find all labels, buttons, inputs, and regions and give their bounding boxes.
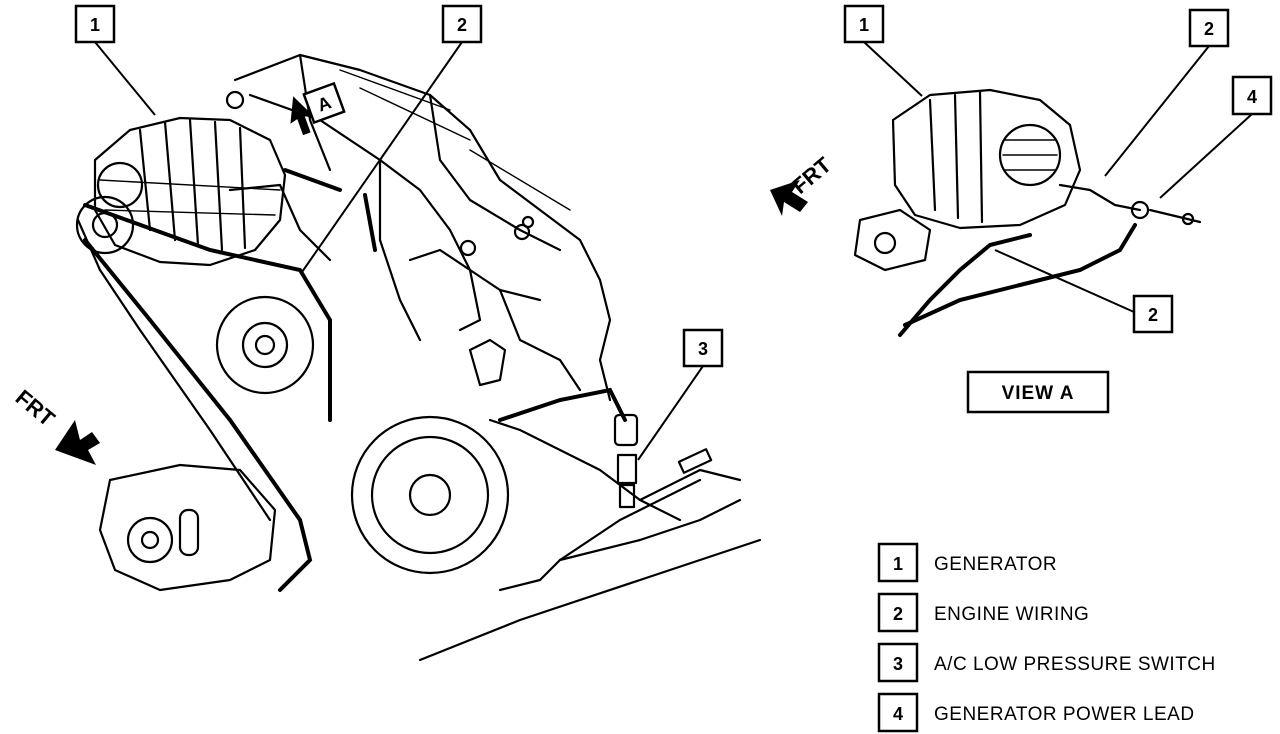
engine-block — [228, 53, 762, 662]
legend: 1 GENERATOR 2 ENGINE WIRING 3 A/C LOW PR… — [877, 542, 1216, 733]
callout-number: 2 — [1148, 305, 1158, 325]
main-engine-view: A FRT 1 2 3 — [11, 4, 762, 662]
view-a-caption: VIEW A — [966, 370, 1110, 414]
callout-detail-2-bottom: 2 — [994, 249, 1174, 334]
callout-main-2: 2 — [301, 4, 483, 273]
callout-detail-4: 4 — [1159, 75, 1273, 199]
pulley-upper — [75, 195, 135, 255]
frt-label-detail: FRT — [787, 152, 836, 199]
detail-view-a: FRT 1 2 4 2 VIEW A — [770, 4, 1273, 414]
callout-main-1: 1 — [74, 4, 156, 116]
ac-pressure-switch — [468, 338, 742, 562]
generator-main — [93, 90, 287, 267]
pulley-crank — [350, 415, 510, 575]
legend-item-3: 3 A/C LOW PRESSURE SWITCH — [877, 642, 1216, 683]
callout-number: 4 — [1247, 87, 1257, 107]
callout-detail-1: 1 — [843, 4, 923, 97]
legend-label: ENGINE WIRING — [934, 604, 1089, 625]
legend-num: 3 — [893, 654, 903, 674]
callout-number: 1 — [90, 15, 100, 35]
legend-num: 2 — [893, 604, 903, 624]
tensioner — [98, 463, 277, 592]
callout-number: 2 — [457, 15, 467, 35]
view-caption: VIEW A — [1002, 383, 1075, 404]
callout-detail-2-top: 2 — [1104, 8, 1230, 177]
legend-item-1: 1 GENERATOR — [877, 542, 1057, 583]
legend-item-4: 4 GENERATOR POWER LEAD — [877, 692, 1195, 733]
legend-label: GENERATOR POWER LEAD — [934, 704, 1195, 725]
legend-num: 4 — [893, 704, 903, 724]
callout-number: 1 — [859, 15, 869, 35]
generator-detail — [853, 88, 1082, 272]
frt-indicator-detail: FRT — [770, 152, 836, 216]
view-ref-label: A — [315, 92, 334, 115]
pulley-water-pump — [215, 295, 315, 395]
wiring-harness-detail — [898, 183, 1202, 337]
callout-main-3: 3 — [637, 328, 724, 461]
frt-indicator-main: FRT — [11, 385, 100, 465]
view-a-arrow: A — [290, 81, 346, 136]
callout-number: 2 — [1204, 19, 1214, 39]
frt-label-main: FRT — [11, 385, 60, 432]
callout-number: 3 — [698, 339, 708, 359]
legend-item-2: 2 ENGINE WIRING — [877, 592, 1089, 633]
legend-label: A/C LOW PRESSURE SWITCH — [934, 654, 1216, 675]
legend-num: 1 — [893, 554, 903, 574]
drive-belt — [76, 203, 332, 592]
legend-label: GENERATOR — [934, 554, 1057, 575]
